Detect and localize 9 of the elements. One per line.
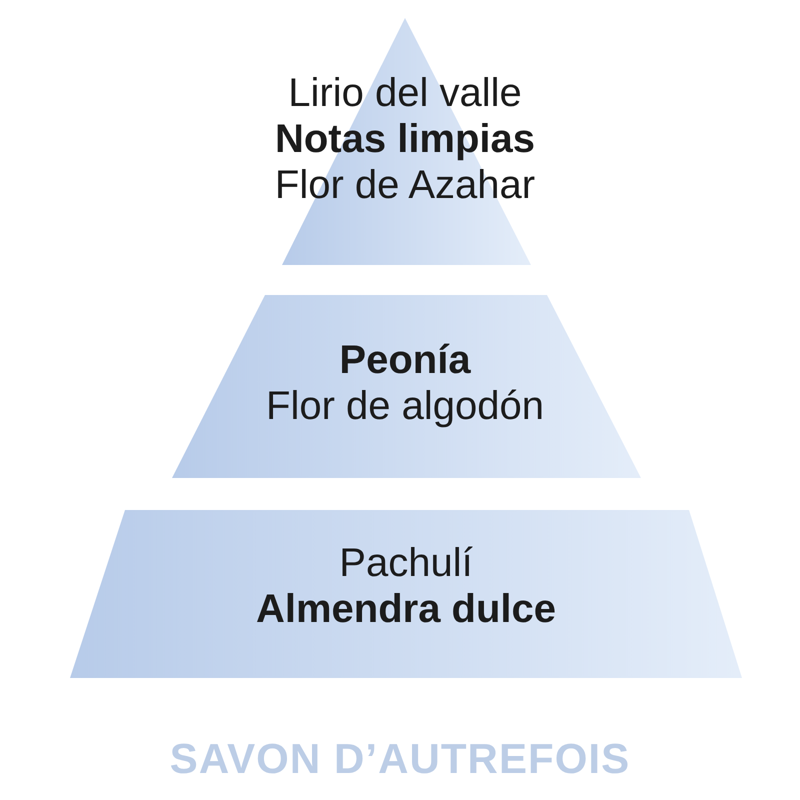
note-text: Lirio del valle <box>288 70 522 116</box>
note-text: Almendra dulce <box>256 586 556 632</box>
note-text: Notas limpias <box>274 116 536 162</box>
title: SAVON D’AUTREFOIS <box>170 734 630 784</box>
pyramid-tier <box>70 510 742 678</box>
note-text: Flor de algodón <box>266 383 544 429</box>
note-text: Pachulí <box>339 540 473 586</box>
note-text: Flor de Azahar <box>274 162 536 208</box>
note-text: Peonía <box>339 337 471 383</box>
